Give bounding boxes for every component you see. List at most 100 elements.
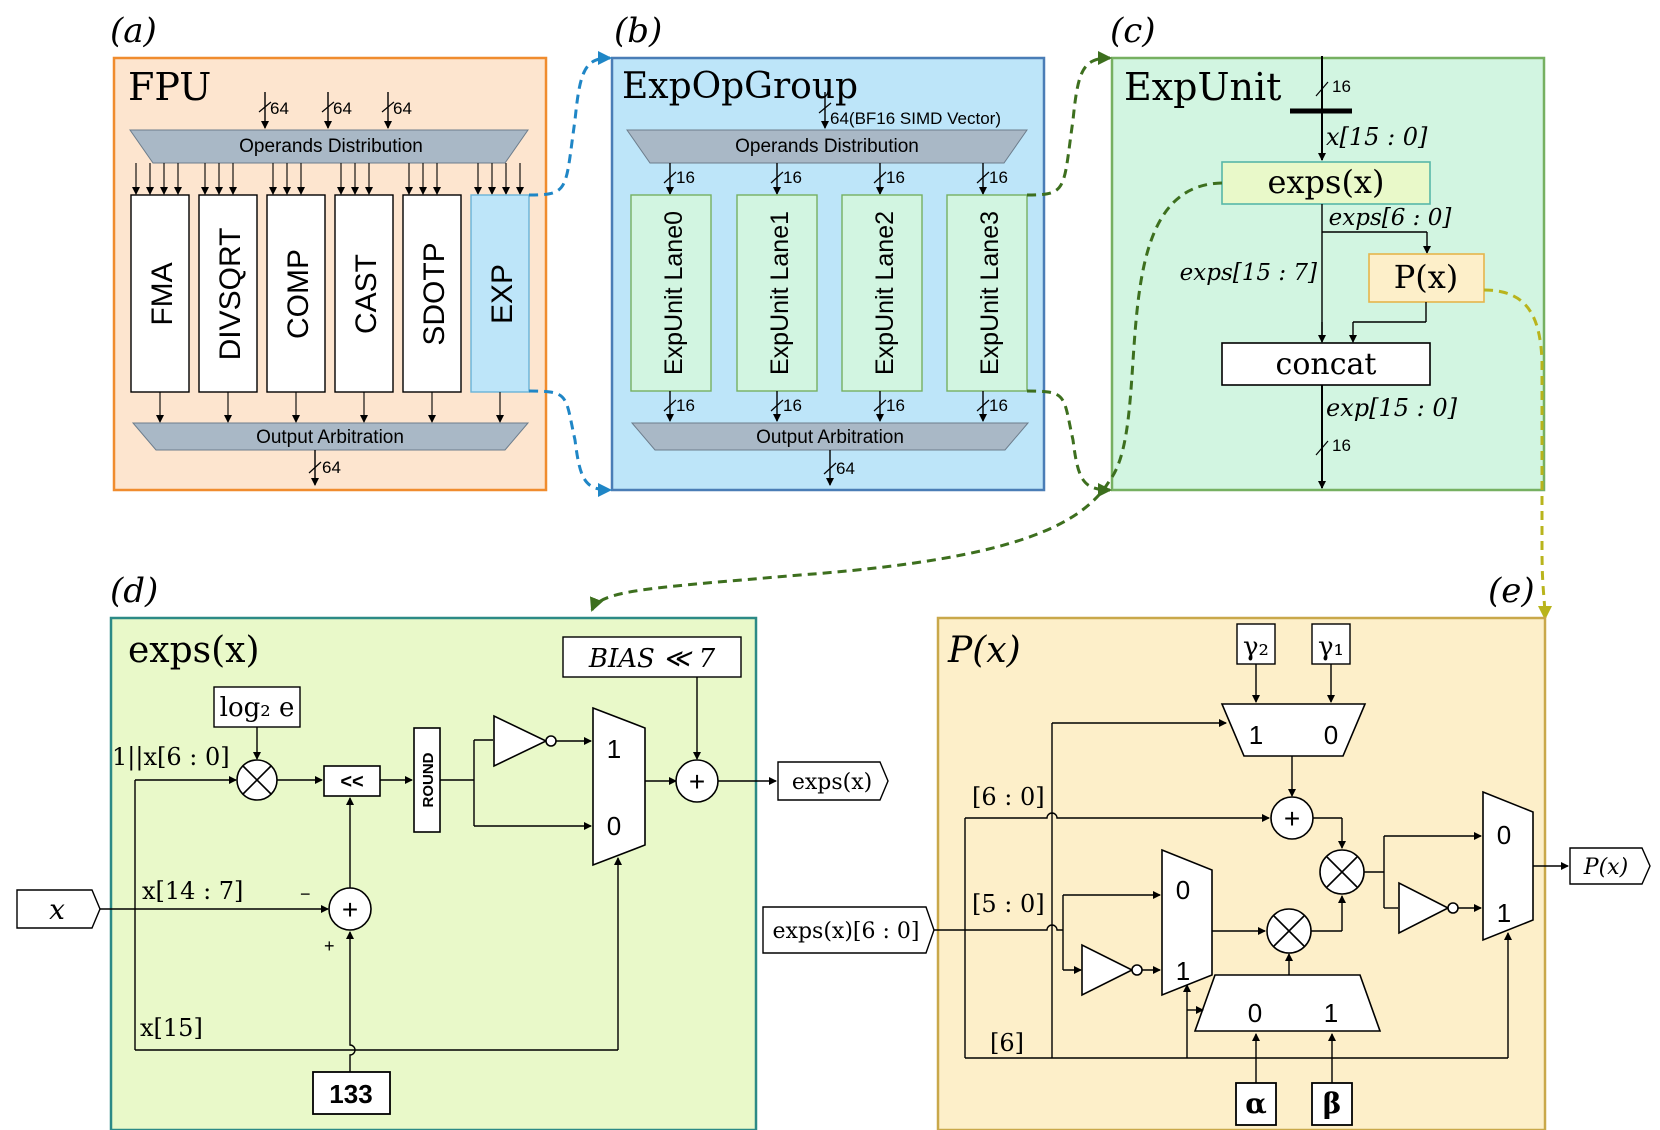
connector-exp-to-expop-bottom	[528, 389, 612, 497]
connector-lane-to-expunit-top	[1026, 51, 1112, 197]
mux-e-1	[1161, 848, 1213, 997]
expop-input-width: 64(BF16 SIMD Vector)	[830, 109, 1001, 128]
unit-comp-label: COMP	[282, 249, 315, 339]
mantissa-label: 1||x[6 : 0]	[112, 743, 230, 772]
fpu-arbitration-label: Output Arbitration	[256, 427, 404, 448]
fpu-units: FMA DIVSQRT COMP CAST SDOTP EXP	[130, 194, 530, 393]
lane1	[736, 194, 818, 392]
lane1-out-width: 16	[783, 396, 802, 415]
gamma1-box	[1311, 623, 1351, 665]
alpha-box	[1235, 1082, 1277, 1126]
constant-133-label: 133	[329, 1079, 372, 1109]
lane0	[630, 194, 712, 392]
fpu-output-width: 64	[322, 458, 341, 477]
inverter-3	[1081, 943, 1134, 997]
sign-label: x[15]	[140, 1014, 203, 1042]
exps-panel-title: exps(x)	[128, 630, 260, 671]
mux-e-1-0: 0	[1176, 875, 1190, 905]
round-block	[413, 727, 441, 833]
panel-label-d: (d)	[110, 571, 158, 611]
bits-6-0-label: [6 : 0]	[972, 783, 1045, 811]
bits-5-0-label: [5 : 0]	[972, 890, 1045, 918]
ab-mux-0: 0	[1248, 998, 1262, 1028]
exps-output-tag	[777, 761, 889, 801]
panel-poly: (e) P(x) γ₂ γ₁ 1 0 + 0	[762, 571, 1651, 1130]
poly-input-label: exps(x)[6 : 0]	[773, 919, 920, 944]
fpu-output-arbitration	[131, 422, 530, 451]
lane2-label: ExpUnit Lane2	[871, 211, 899, 375]
unit-sdotp-label: SDOTP	[418, 242, 451, 345]
lane3-in-width: 16	[989, 168, 1008, 187]
x-input-tag	[16, 889, 101, 929]
expunit-out-bus: exp[15 : 0]	[1326, 394, 1458, 422]
fpu-input-width-2: 64	[333, 99, 352, 118]
exps-panel-box	[109, 616, 758, 1130]
ab-mux-1: 1	[1324, 998, 1338, 1028]
panel-fpu: (a) FPU 64 64 64 Operands Distribution	[110, 11, 548, 492]
output-mux-0: 0	[1497, 820, 1511, 850]
unit-comp	[266, 194, 326, 393]
expop-output-width: 64	[836, 459, 855, 478]
lane2-out-width: 16	[886, 396, 905, 415]
mux-d-top: 1	[607, 734, 621, 764]
exps-low-label: exps[6 : 0]	[1329, 205, 1452, 231]
poly-block	[1368, 253, 1485, 303]
mux-e-1-1: 1	[1176, 956, 1190, 986]
lane1-in-width: 16	[783, 168, 802, 187]
log2e-box	[213, 686, 301, 728]
fpu-output-arrows	[156, 392, 504, 423]
fpu-title: FPU	[128, 65, 211, 109]
panel-label-c: (c)	[1110, 11, 1156, 51]
lane1-label: ExpUnit Lane1	[766, 211, 794, 375]
expop-output-arbitration	[630, 422, 1030, 451]
fpu-input-width-1: 64	[270, 99, 289, 118]
log2e-label: log₂ e	[220, 693, 295, 723]
exponent-label: x[14 : 7]	[142, 877, 243, 905]
bias-box	[562, 636, 742, 678]
bias-label: BIAS ≪ 7	[588, 644, 716, 674]
expunit-out-width: 16	[1332, 436, 1351, 455]
panel-exps: (d) exps(x) log₂ e 1||x[6 : 0] << ROUND …	[16, 571, 889, 1130]
lane3-label: ExpUnit Lane3	[976, 211, 1004, 375]
beta-label: β	[1323, 1087, 1342, 1120]
panel-label-a: (a)	[110, 11, 157, 51]
connector-exps-to-panel-d	[589, 181, 1223, 612]
panel-expopgroup: (b) ExpOpGroup 64(BF16 SIMD Vector) Oper…	[610, 11, 1046, 492]
fpu-distribution-arrows	[132, 163, 524, 195]
poly-output-label: P(x)	[1583, 855, 1628, 880]
concat-label: concat	[1276, 347, 1377, 382]
alpha-beta-mux	[1193, 974, 1382, 1032]
expop-lanes: 16 16 16 16 ExpUnit Lane0 ExpUnit Lane1 …	[630, 163, 1028, 422]
expop-distribution-label: Operands Distribution	[735, 136, 919, 157]
beta-box	[1311, 1082, 1353, 1126]
lane0-label: ExpUnit Lane0	[660, 211, 688, 375]
unit-divsqrt-label: DIVSQRT	[214, 228, 247, 361]
lane0-out-width: 16	[676, 396, 695, 415]
inverter-2	[1398, 881, 1450, 935]
fpu-operands-distribution	[129, 129, 529, 164]
unit-cast-label: CAST	[350, 254, 383, 334]
gamma1-label: γ₁	[1318, 632, 1344, 662]
concat-block	[1221, 342, 1431, 386]
unit-fma	[130, 194, 190, 393]
fpu-inputs: 64 64 64	[258, 92, 412, 129]
exps-high-label: exps[15 : 7]	[1180, 260, 1317, 286]
poly-panel-title: P(x)	[947, 630, 1021, 671]
connector-lane-to-expunit-bottom	[1026, 389, 1112, 497]
lane2	[841, 194, 923, 392]
unit-exp	[470, 194, 530, 393]
output-mux-1: 1	[1497, 898, 1511, 928]
exps-output-label: exps(x)	[792, 770, 872, 795]
fpu-input-width-3: 64	[393, 99, 412, 118]
panel-label-b: (b)	[614, 11, 662, 51]
constant-133-box	[312, 1071, 391, 1115]
poly-panel-box	[936, 616, 1547, 1130]
expopgroup-title: ExpOpGroup	[622, 66, 858, 107]
shift-block	[323, 765, 381, 797]
unit-sdotp	[402, 194, 462, 393]
gamma-mux	[1220, 703, 1367, 757]
connector-poly-to-panel-e	[1483, 288, 1552, 620]
adder-bias-symbol: +	[689, 766, 705, 797]
shift-label: <<	[340, 771, 363, 793]
